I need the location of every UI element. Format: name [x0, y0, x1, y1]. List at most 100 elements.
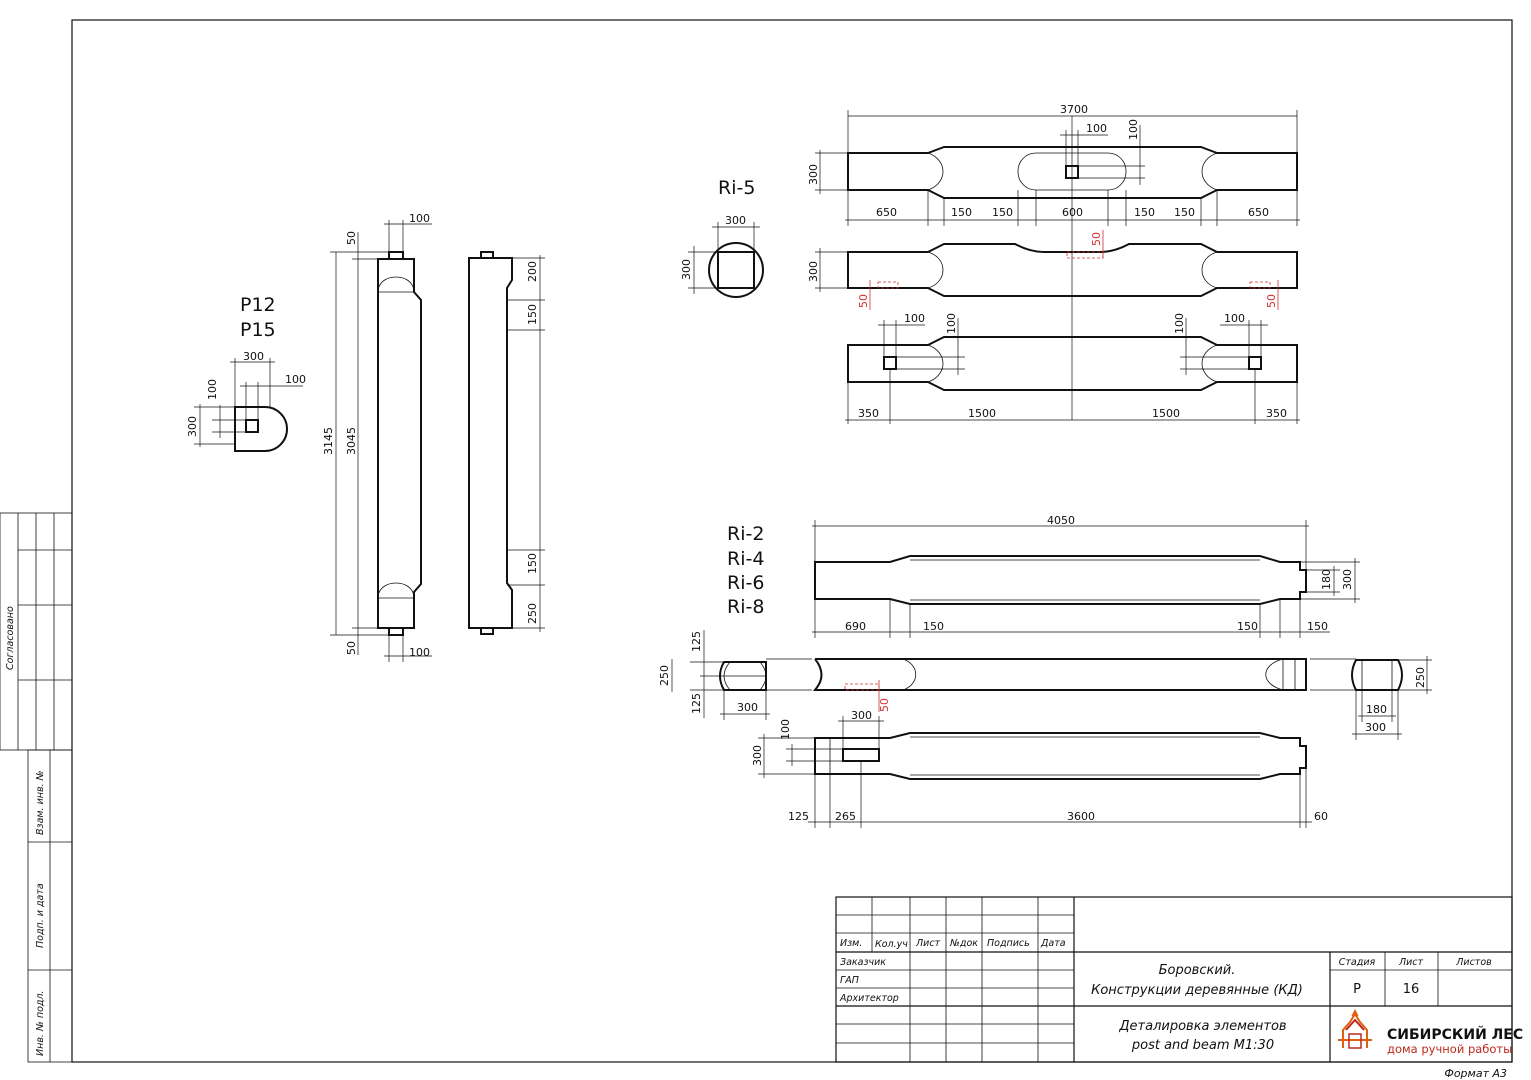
svg-text:300: 300: [751, 745, 764, 766]
svg-text:60: 60: [1314, 810, 1328, 823]
svg-text:350: 350: [1266, 407, 1287, 420]
label-ri6: Ri-6: [727, 572, 764, 594]
title-block: Изм. Кол.уч Лист №док Подпись Дата Заказ…: [835, 896, 1523, 1063]
svg-text:250: 250: [658, 665, 671, 686]
col-ndok: №док: [949, 938, 978, 949]
post-front-elevation: 100 100 3145 3045 50 50: [322, 212, 432, 662]
svg-text:100: 100: [409, 646, 430, 659]
svg-text:50: 50: [857, 294, 870, 308]
side-stamp-area: Согласовано Взам. инв. № Подп. и дата Ин…: [0, 512, 73, 1063]
svg-text:690: 690: [845, 620, 866, 633]
col-list: Лист: [915, 938, 941, 949]
label-p12: P12: [240, 294, 276, 316]
svg-text:100: 100: [409, 212, 430, 225]
post-side-elevation: 200 150 150 250: [468, 251, 545, 635]
sheet-title-line-2: post and beam М1:30: [1131, 1038, 1274, 1053]
stage-header: Стадия: [1339, 957, 1376, 968]
project-line-1: Боровский.: [1159, 963, 1236, 978]
stamp-inv: Инв. № подл.: [35, 990, 46, 1056]
svg-text:1500: 1500: [968, 407, 996, 420]
beam-ri2-view-3: 300 100 300 125 265 3600 60: [751, 709, 1328, 828]
svg-text:3145: 3145: [322, 427, 335, 455]
svg-text:4050: 4050: [1047, 514, 1075, 527]
company-name: СИБИРСКИЙ ЛЕС: [1387, 1026, 1523, 1043]
svg-text:100: 100: [1224, 312, 1245, 325]
row-zakazchik: Заказчик: [840, 957, 886, 968]
svg-text:100: 100: [1127, 119, 1140, 140]
company-tagline: дома ручной работы: [1387, 1042, 1512, 1056]
svg-text:150: 150: [923, 620, 944, 633]
svg-text:125: 125: [788, 810, 809, 823]
svg-text:100: 100: [779, 719, 792, 740]
svg-text:200: 200: [526, 261, 539, 282]
svg-text:100: 100: [904, 312, 925, 325]
label-ri5: Ri-5: [718, 177, 755, 199]
svg-text:300: 300: [186, 416, 199, 437]
svg-text:125: 125: [690, 631, 703, 652]
svg-text:100: 100: [285, 373, 306, 386]
beam-ri2-view-2: 50 250 125 125 300 250 180 300: [658, 630, 1432, 740]
sheet-title-line-1: Деталировка элементов: [1118, 1019, 1286, 1034]
svg-text:50: 50: [1090, 232, 1103, 246]
stage-value: Р: [1353, 982, 1361, 997]
svg-text:150: 150: [992, 206, 1013, 219]
stamp-podp: Подп. и дата: [35, 883, 46, 948]
svg-text:300: 300: [1341, 569, 1354, 590]
svg-text:180: 180: [1320, 569, 1333, 590]
format-label: Формат А3: [1444, 1067, 1507, 1080]
label-ri4: Ri-4: [727, 548, 764, 570]
svg-text:300: 300: [807, 261, 820, 282]
row-arhitektor: Архитектор: [839, 993, 899, 1004]
svg-text:100: 100: [1086, 122, 1107, 135]
svg-text:250: 250: [526, 603, 539, 624]
svg-text:3600: 3600: [1067, 810, 1095, 823]
beam-ri5-view-1: 3700 100 100 300 650 150 150 600 150 150…: [807, 103, 1300, 226]
svg-text:350: 350: [858, 407, 879, 420]
col-data: Дата: [1040, 938, 1066, 949]
svg-text:150: 150: [526, 304, 539, 325]
svg-text:150: 150: [1307, 620, 1328, 633]
svg-text:3045: 3045: [345, 427, 358, 455]
svg-text:3700: 3700: [1060, 103, 1088, 116]
label-p15: P15: [240, 319, 276, 341]
svg-text:650: 650: [876, 206, 897, 219]
col-podpis: Подпись: [987, 938, 1030, 949]
svg-text:100: 100: [945, 313, 958, 334]
col-kol: Кол.уч: [875, 939, 908, 950]
sheet-header: Лист: [1398, 957, 1424, 968]
svg-text:300: 300: [851, 709, 872, 722]
svg-text:100: 100: [1173, 313, 1186, 334]
svg-text:300: 300: [725, 214, 746, 227]
svg-text:50: 50: [345, 231, 358, 245]
svg-text:150: 150: [1237, 620, 1258, 633]
label-ri2: Ri-2: [727, 523, 764, 545]
svg-text:300: 300: [680, 259, 693, 280]
svg-text:650: 650: [1248, 206, 1269, 219]
svg-text:250: 250: [1414, 667, 1427, 688]
svg-text:150: 150: [1174, 206, 1195, 219]
beam-ri5-view-3: 100 100 100 100 350 1500 1500 350: [845, 312, 1300, 424]
svg-text:50: 50: [1265, 294, 1278, 308]
beam-ri5-view-2: 50 300 50 50: [807, 116, 1298, 420]
svg-text:100: 100: [206, 379, 219, 400]
svg-text:265: 265: [835, 810, 856, 823]
svg-text:150: 150: [526, 553, 539, 574]
beam-ri2-ri8-labels: Ri-2 Ri-4 Ri-6 Ri-8: [727, 523, 764, 618]
svg-text:125: 125: [690, 693, 703, 714]
svg-text:1500: 1500: [1152, 407, 1180, 420]
col-izm: Изм.: [840, 938, 862, 949]
svg-text:300: 300: [807, 164, 820, 185]
company-logo: [1338, 1008, 1372, 1049]
stamp-soglasovano: Согласовано: [5, 606, 16, 670]
svg-text:150: 150: [951, 206, 972, 219]
svg-text:50: 50: [878, 698, 891, 712]
svg-text:150: 150: [1134, 206, 1155, 219]
project-line-2: Конструкции деревянные (КД): [1091, 983, 1303, 998]
beam-ri5-section: Ri-5 300 300: [680, 177, 764, 298]
label-ri8: Ri-8: [727, 596, 764, 618]
svg-text:180: 180: [1366, 703, 1387, 716]
beam-ri2-view-1: 4050 180 300 690 150 150 150: [812, 514, 1360, 638]
svg-text:50: 50: [345, 641, 358, 655]
sheet-value: 16: [1403, 982, 1420, 997]
